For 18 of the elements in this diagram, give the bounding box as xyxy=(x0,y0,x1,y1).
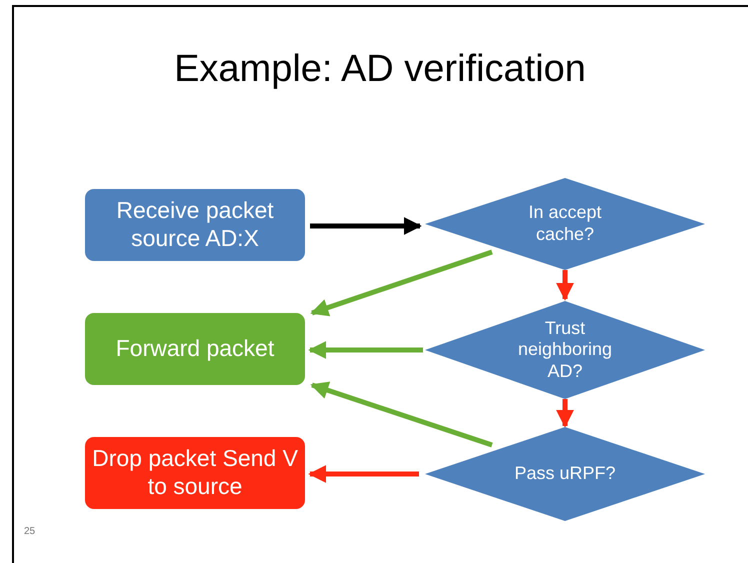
decision-diamond xyxy=(425,178,705,270)
process-box: Receive packet source AD:X xyxy=(85,189,305,261)
node-text: Pass uRPF? xyxy=(513,463,617,485)
arrow xyxy=(556,399,574,428)
node-text: Trust neighboring AD? xyxy=(516,318,614,382)
process-box: Forward packet xyxy=(85,313,305,385)
process-box: Drop packet Send V to source xyxy=(85,437,305,509)
arrow xyxy=(310,382,493,448)
slide-number: 25 xyxy=(24,526,36,537)
decision-diamond xyxy=(425,301,705,399)
arrow xyxy=(556,270,574,301)
arrow xyxy=(308,341,423,359)
arrow xyxy=(308,465,419,483)
node-text: In accept cache? xyxy=(527,202,603,246)
decision-diamond xyxy=(425,427,705,521)
arrow xyxy=(310,217,422,235)
slide-title: Example: AD verification xyxy=(173,48,587,91)
arrow xyxy=(310,250,493,316)
